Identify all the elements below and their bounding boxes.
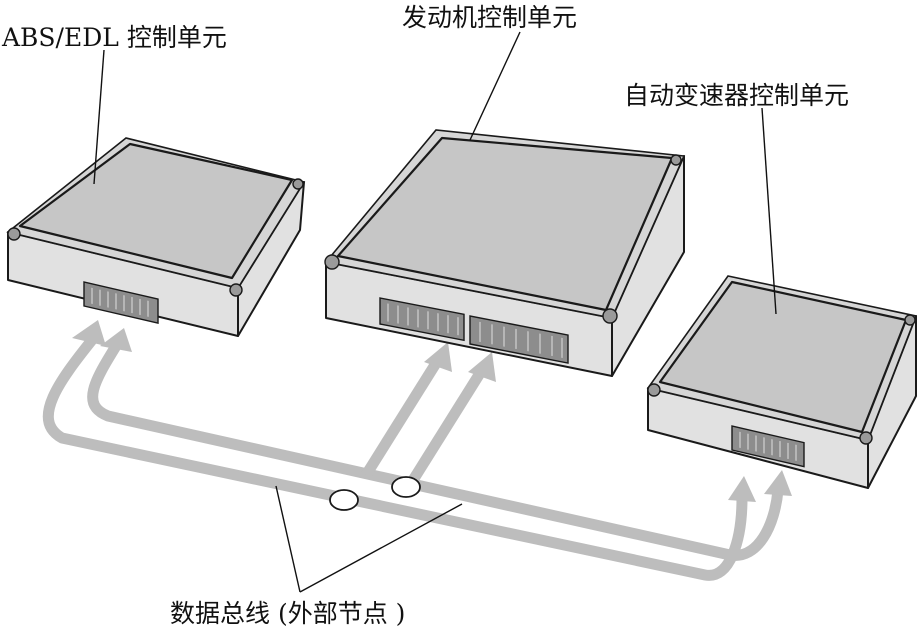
abs-screw-left bbox=[7, 227, 21, 241]
engine-screw-back bbox=[670, 154, 682, 166]
bus-node-2 bbox=[391, 476, 421, 498]
abs-edl-control-unit bbox=[6, 137, 306, 337]
engine-screw-right bbox=[602, 308, 618, 324]
label-transmission-control-unit: 自动变速器控制单元 bbox=[624, 81, 849, 110]
engine-control-unit bbox=[324, 129, 686, 377]
arrow-head-abs-2 bbox=[100, 328, 132, 352]
transmission-screw-right bbox=[859, 431, 873, 445]
bus-node-1 bbox=[329, 489, 359, 511]
transmission-control-unit bbox=[646, 275, 918, 489]
leader-transmission bbox=[761, 107, 777, 315]
bus-branch-engine-1 bbox=[361, 357, 443, 478]
bus-line-outer bbox=[42, 336, 748, 581]
engine-connector-right bbox=[469, 315, 569, 364]
data-bus bbox=[42, 320, 792, 581]
arrow-head-trans-1 bbox=[728, 476, 756, 502]
engine-connector-left bbox=[379, 297, 465, 342]
arrow-head-abs-1 bbox=[72, 320, 106, 346]
leader-bus-2 bbox=[299, 503, 463, 593]
label-engine-control-unit: 发动机控制单元 bbox=[402, 3, 577, 32]
leader-bus-1 bbox=[275, 485, 301, 593]
transmission-screw-back bbox=[904, 314, 916, 326]
engine-screw-left bbox=[324, 254, 340, 270]
abs-screw-back bbox=[292, 178, 304, 190]
leader-engine bbox=[469, 31, 521, 141]
arrow-head-trans-2 bbox=[764, 470, 792, 496]
transmission-connector bbox=[731, 425, 805, 468]
abs-screw-right bbox=[229, 283, 243, 297]
abs-connector bbox=[83, 281, 159, 324]
label-abs-edl-control-unit: ABS/EDL 控制单元 bbox=[1, 23, 227, 52]
arrow-head-engine-1 bbox=[424, 342, 452, 372]
bus-line-inner bbox=[87, 343, 784, 561]
arrow-head-engine-2 bbox=[468, 352, 496, 382]
leader-lines bbox=[93, 31, 777, 593]
leader-abs bbox=[93, 49, 105, 185]
transmission-screw-left bbox=[647, 383, 661, 397]
label-data-bus: 数据总线 (外部节点 ) bbox=[170, 599, 405, 628]
bus-branch-engine-2 bbox=[405, 367, 487, 488]
